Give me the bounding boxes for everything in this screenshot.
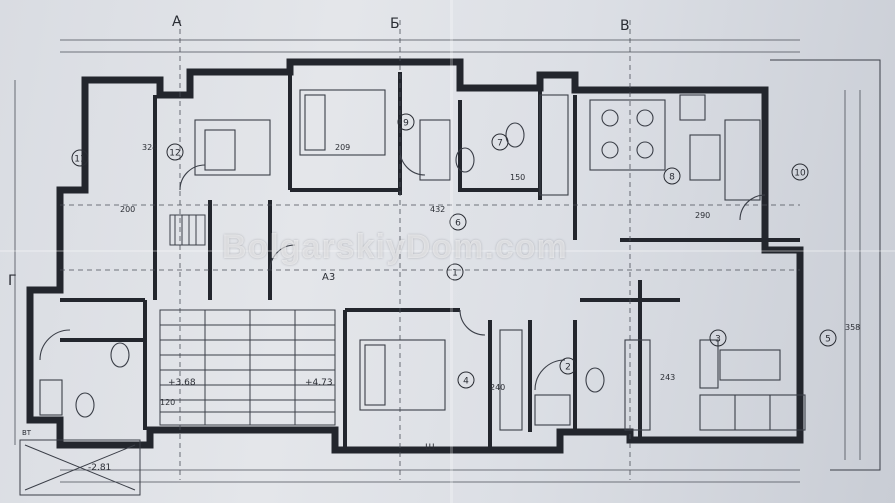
furniture [39,89,806,431]
dimension-lines [14,20,881,496]
room-marker-circle [166,143,184,161]
room-number: 5 [825,335,831,345]
outer-walls [26,58,804,454]
paper-crease [450,0,453,503]
dim-label: 240 [490,383,505,392]
dimension-texts: 200 432 290 240 243 358 324 209 120 150 … [22,143,860,473]
room-marker-circle [791,163,809,181]
room-number: 12 [169,149,180,159]
room-number: 3 [715,335,721,345]
room-marker-circle [397,113,415,131]
dim-label: 243 [660,373,675,382]
section-marker-b: Б [390,16,400,32]
dim-label: ВТ [22,429,32,437]
section-marker-v: В [620,18,630,34]
room-number: 2 [565,363,571,373]
room-marker-circle [663,167,681,185]
dim-label: 358 [845,323,860,332]
section-marker-a: A [172,14,182,30]
paper-crease [0,250,895,252]
dim-label: 324 [142,143,157,152]
level-mark: +3.68 [168,378,196,388]
room-marker-circle [491,133,509,151]
dim-label: 150 [510,173,525,182]
dim-label: 120 [160,398,175,407]
watermark: BolgarskiyDom.com [222,228,568,266]
room-number: 11 [74,155,85,165]
dim-label: 432 [430,205,445,214]
section-markers: A Б В Г [8,14,630,289]
level-mark: +4.73 [305,378,333,388]
room-number: 7 [497,139,503,149]
apartment-label: A3 [322,272,335,283]
room-number: 4 [463,377,469,387]
room-marker-circle [709,329,727,347]
room-number: 8 [669,173,675,183]
room-marker-circle [819,329,837,347]
room-number: 10 [794,169,806,179]
room-marker-circle [457,371,475,389]
room-number: 1 [452,269,458,279]
room-marker-circle [71,149,89,167]
dim-label: Ш [425,443,435,453]
room-marker-circle [559,357,577,375]
room-marker-circle [449,213,467,231]
inner-walls [60,72,800,450]
room-number: 6 [455,219,461,229]
dim-label: 200 [120,205,135,214]
level-mark: -2.81 [88,463,111,473]
section-marker-g: Г [8,273,17,289]
dim-label: 290 [695,211,710,220]
dim-label: 209 [335,143,350,152]
room-marker-circle [446,263,464,281]
staircase [159,214,336,426]
room-number: 9 [403,119,409,129]
